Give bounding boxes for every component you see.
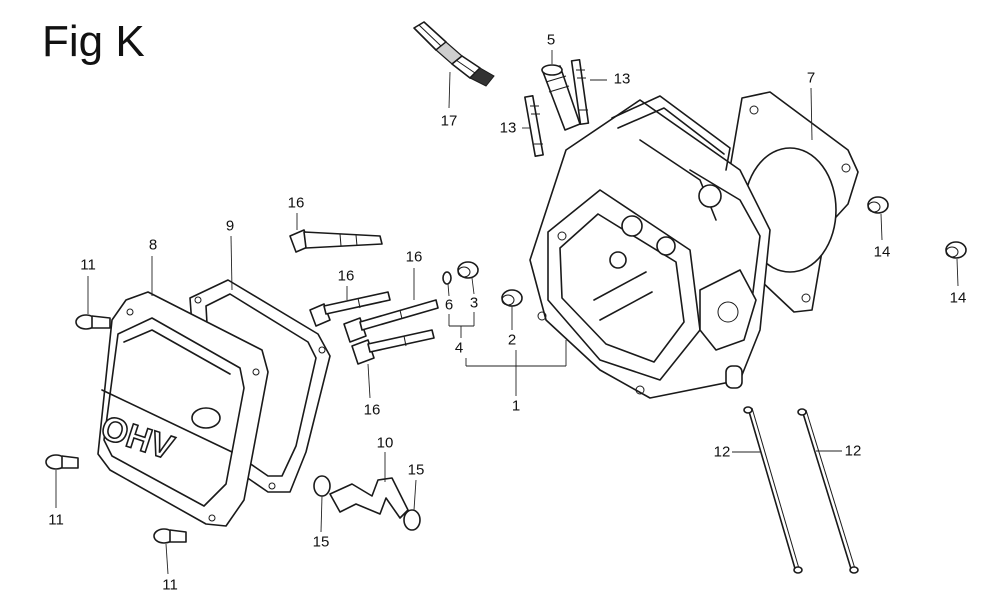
tube-clip-15-b xyxy=(313,475,331,533)
callout-c12a: 12 xyxy=(713,443,731,461)
callout-c16c: 16 xyxy=(405,248,423,266)
stud-13-a xyxy=(570,58,607,126)
callout-c13a: 13 xyxy=(613,70,631,88)
breather-tube-10 xyxy=(329,452,409,519)
callout-c6: 6 xyxy=(444,296,454,314)
flange-bolt-11-a xyxy=(75,276,111,330)
push-rod-12-a xyxy=(732,406,803,574)
callout-c9: 9 xyxy=(225,217,235,235)
spark-plug-17 xyxy=(413,21,495,109)
callout-c1: 1 xyxy=(511,397,521,415)
stud-13-b xyxy=(522,94,544,158)
callout-c14b: 14 xyxy=(949,289,967,307)
callout-c17: 17 xyxy=(440,112,458,130)
callout-c10: 10 xyxy=(376,434,394,452)
dowel-3 xyxy=(457,261,479,295)
assembly-leaders xyxy=(448,312,567,396)
dowel-14-b xyxy=(945,241,967,287)
callout-c16d: 16 xyxy=(363,401,381,419)
dowel-14-a xyxy=(867,196,889,241)
callout-c2: 2 xyxy=(507,331,517,349)
bolt-16-d xyxy=(351,329,435,399)
bolt-16-c xyxy=(343,268,439,343)
callout-c16b: 16 xyxy=(337,267,355,285)
tube-clip-15-a xyxy=(403,479,421,531)
callout-c4: 4 xyxy=(454,339,464,357)
flange-bolt-11-b xyxy=(45,454,79,508)
callout-c12b: 12 xyxy=(844,442,862,460)
dowel-2 xyxy=(501,289,523,330)
bolt-16-a xyxy=(289,213,383,253)
callout-c13b: 13 xyxy=(499,119,517,137)
washer-6 xyxy=(442,271,452,297)
callout-c14a: 14 xyxy=(873,243,891,261)
callout-c15b: 15 xyxy=(312,533,330,551)
callout-c16a: 16 xyxy=(287,194,305,212)
flange-bolt-11-c xyxy=(153,528,187,575)
bolt-16-b xyxy=(309,286,391,327)
callout-c5: 5 xyxy=(546,31,556,49)
callout-c8: 8 xyxy=(148,236,158,254)
push-rod-12-b xyxy=(797,408,859,574)
ohv-emboss: OHV xyxy=(96,409,178,468)
callout-c11c: 11 xyxy=(162,576,178,594)
callout-c15a: 15 xyxy=(407,461,425,479)
callout-c11a: 11 xyxy=(80,256,96,274)
callout-c3: 3 xyxy=(469,294,479,312)
cylinder-head-1 xyxy=(529,95,771,399)
callout-c11b: 11 xyxy=(48,511,64,529)
figure-title: Fig K xyxy=(42,17,145,66)
callout-c7: 7 xyxy=(806,69,816,87)
head-cover-8: OHV xyxy=(96,256,269,527)
